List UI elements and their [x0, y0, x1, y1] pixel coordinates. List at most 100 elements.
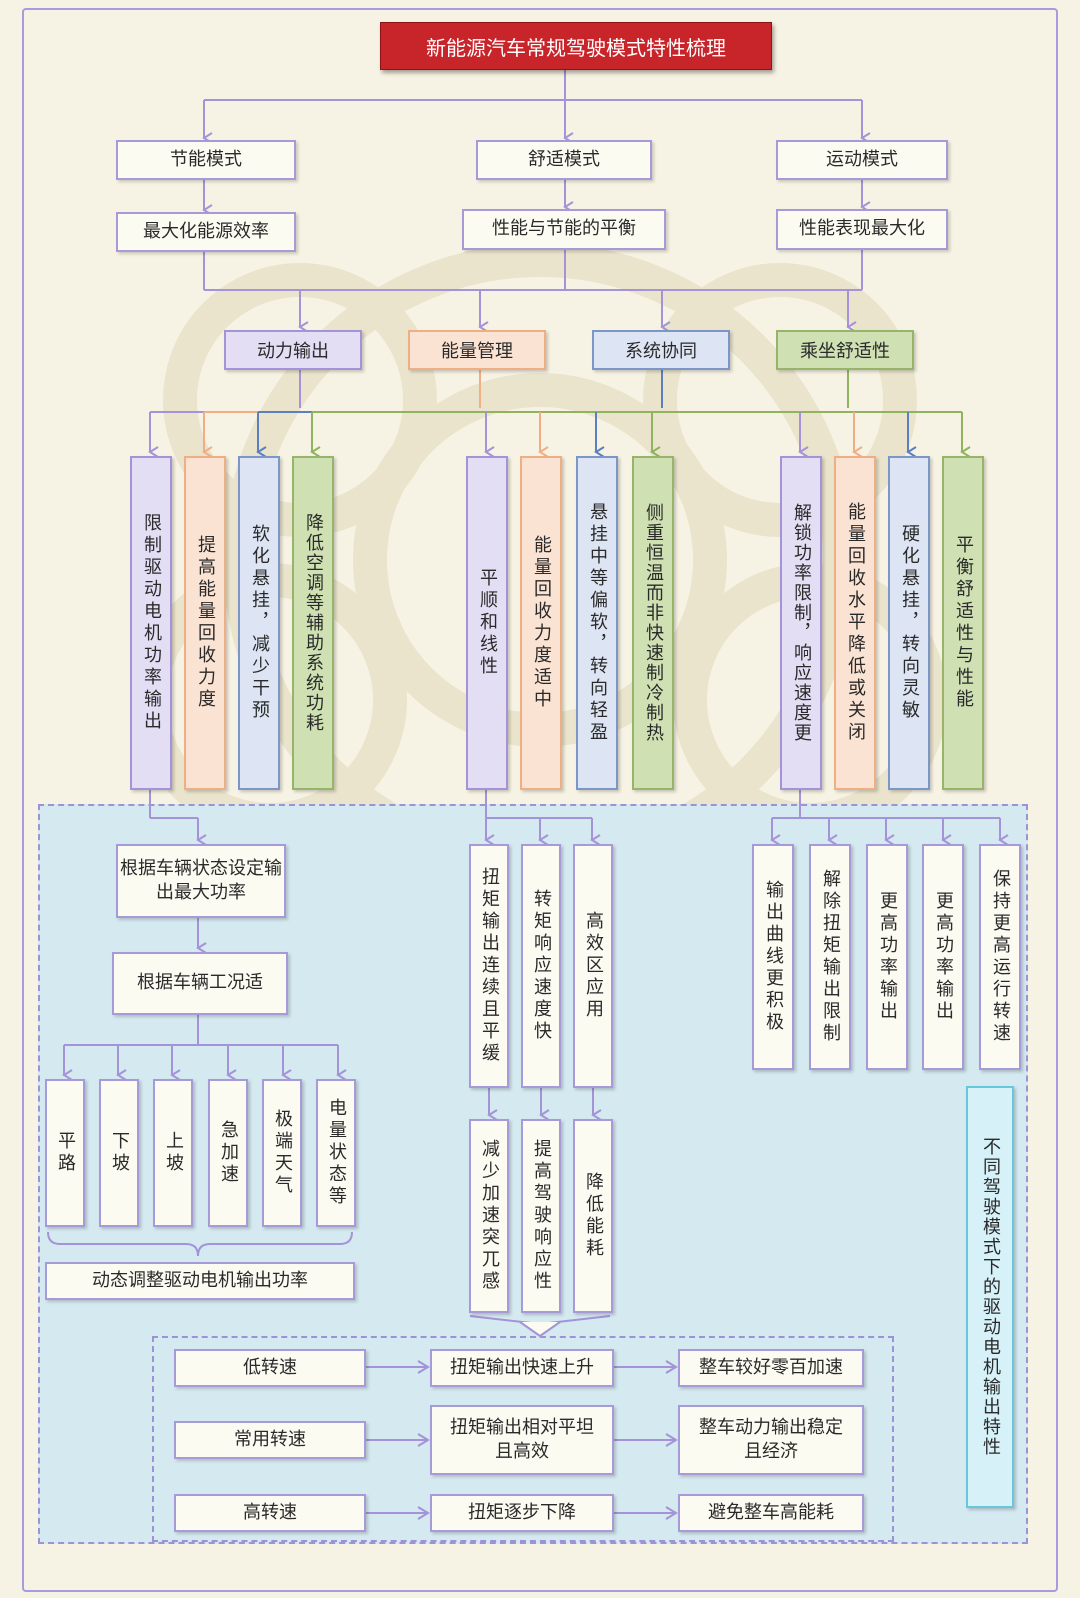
comfort-feature-energy-text: 能量回收力度适中: [531, 535, 552, 711]
eco-feature-comfort-text: 降低空调等辅助系统功耗: [303, 513, 324, 733]
torque-low-text: 扭矩输出快速上升: [450, 1356, 594, 1378]
eco-step-conditions-text: 根据车辆工况适: [137, 972, 263, 994]
sport-detail-power-b: 更高功率输出: [922, 844, 964, 1070]
eco-step-conditions: 根据车辆工况适: [112, 952, 288, 1015]
sport-feature-energy: 能量回收水平降低或关闭: [834, 456, 876, 790]
category-power-output: 动力输出: [224, 330, 362, 370]
comfort-detail-efficiency-text: 高效区应用: [583, 911, 604, 1021]
comfort-result-energy: 降低能耗: [573, 1119, 613, 1313]
mode-sport-label: 运动模式: [826, 148, 898, 170]
condition-battery-state: 电量状态等: [316, 1079, 356, 1227]
condition-hard-acceleration-text: 急加速: [218, 1120, 239, 1186]
sport-feature-comfort-text: 平衡舒适性与性能: [953, 535, 974, 711]
comfort-detail-response-text: 转矩响应速度快: [531, 889, 552, 1043]
condition-downhill-text: 下坡: [109, 1131, 130, 1175]
eco-feature-comfort: 降低空调等辅助系统功耗: [292, 456, 334, 790]
mode-sport: 运动模式: [776, 140, 948, 180]
category-system-coordination-label: 系统协同: [625, 341, 697, 362]
speed-low: 低转速: [174, 1349, 366, 1387]
effect-high: 避免整车高能耗: [678, 1494, 864, 1532]
speed-high: 高转速: [174, 1494, 366, 1532]
sport-feature-power: 解锁功率限制，响应速度更: [780, 456, 822, 790]
category-power-output-label: 动力输出: [257, 341, 329, 362]
torque-common: 扭矩输出相对平坦且高效: [430, 1405, 614, 1475]
goal-eco-label: 最大化能源效率: [143, 220, 269, 242]
eco-feature-power: 限制驱动电机功率输出: [130, 456, 172, 790]
condition-flat-road: 平路: [45, 1079, 85, 1227]
mode-eco-label: 节能模式: [170, 148, 242, 170]
mode-eco: 节能模式: [116, 140, 296, 180]
sport-detail-curve-text: 输出曲线更积极: [763, 880, 784, 1034]
speed-table-zone: [152, 1336, 894, 1542]
speed-low-text: 低转速: [243, 1356, 297, 1378]
category-energy-management: 能量管理: [408, 330, 546, 370]
comfort-feature-energy: 能量回收力度适中: [520, 456, 562, 790]
goal-eco: 最大化能源效率: [116, 212, 296, 252]
goal-sport: 性能表现最大化: [776, 209, 948, 250]
sport-detail-curve: 输出曲线更积极: [752, 844, 794, 1070]
speed-high-text: 高转速: [243, 1501, 297, 1523]
comfort-feature-power: 平顺和线性: [466, 456, 508, 790]
torque-low: 扭矩输出快速上升: [430, 1349, 614, 1387]
goal-comfort-label: 性能与节能的平衡: [492, 218, 636, 240]
sport-detail-power-a: 更高功率输出: [866, 844, 908, 1070]
eco-feature-system-text: 软化悬挂，减少干预: [249, 524, 270, 722]
eco-feature-system: 软化悬挂，减少干预: [238, 456, 280, 790]
sport-detail-power-b-text: 更高功率输出: [933, 891, 954, 1023]
comfort-result-energy-text: 降低能耗: [583, 1172, 604, 1260]
side-note: 不同驾驶模式下的驱动电机输出特性: [966, 1086, 1014, 1508]
comfort-detail-torque: 扭矩输出连续且平缓: [469, 844, 509, 1088]
effect-low-text: 整车较好零百加速: [699, 1356, 843, 1378]
condition-flat-road-text: 平路: [55, 1131, 76, 1175]
goal-sport-label: 性能表现最大化: [799, 218, 925, 240]
condition-extreme-weather: 极端天气: [262, 1079, 302, 1227]
speed-common-text: 常用转速: [234, 1428, 306, 1450]
comfort-feature-comfort-text: 侧重恒温而非快速制冷制热: [643, 503, 664, 743]
sport-feature-system: 硬化悬挂，转向灵敏: [888, 456, 930, 790]
comfort-detail-response: 转矩响应速度快: [521, 844, 561, 1088]
comfort-result-smooth-text: 减少加速突兀感: [479, 1139, 500, 1293]
comfort-detail-torque-text: 扭矩输出连续且平缓: [479, 867, 500, 1065]
condition-downhill: 下坡: [99, 1079, 139, 1227]
comfort-feature-power-text: 平顺和线性: [477, 568, 498, 678]
sport-feature-comfort: 平衡舒适性与性能: [942, 456, 984, 790]
sport-detail-power-a-text: 更高功率输出: [877, 891, 898, 1023]
goal-comfort: 性能与节能的平衡: [462, 209, 666, 250]
comfort-feature-comfort: 侧重恒温而非快速制冷制热: [632, 456, 674, 790]
eco-feature-power-text: 限制驱动电机功率输出: [141, 513, 162, 733]
side-note-text: 不同驾驶模式下的驱动电机输出特性: [980, 1137, 1001, 1457]
eco-feature-energy: 提高能量回收力度: [184, 456, 226, 790]
mode-comfort-label: 舒适模式: [528, 148, 600, 170]
category-energy-management-label: 能量管理: [441, 341, 513, 362]
sport-detail-unlock-text: 解除扭矩输出限制: [820, 869, 841, 1045]
sport-detail-unlock: 解除扭矩输出限制: [809, 844, 851, 1070]
comfort-feature-system-text: 悬挂中等偏软，转向轻盈: [587, 502, 608, 744]
sport-detail-rpm-text: 保持更高运行转速: [990, 869, 1011, 1045]
sport-feature-energy-text: 能量回收水平降低或关闭: [845, 502, 866, 744]
effect-common-text: 整车动力输出稳定且经济: [699, 1416, 843, 1462]
eco-step-set-max-power-text: 根据车辆状态设定输出最大功率: [120, 857, 282, 903]
comfort-detail-efficiency: 高效区应用: [573, 844, 613, 1088]
comfort-feature-system: 悬挂中等偏软，转向轻盈: [576, 456, 618, 790]
comfort-result-responsive: 提高驾驶响应性: [521, 1119, 561, 1313]
condition-extreme-weather-text: 极端天气: [272, 1109, 293, 1197]
eco-result: 动态调整驱动电机输出功率: [45, 1262, 355, 1300]
condition-hard-acceleration: 急加速: [208, 1079, 248, 1227]
torque-common-text: 扭矩输出相对平坦且高效: [450, 1416, 594, 1462]
condition-battery-state-text: 电量状态等: [326, 1098, 347, 1208]
eco-feature-energy-text: 提高能量回收力度: [195, 535, 216, 711]
effect-low: 整车较好零百加速: [678, 1349, 864, 1387]
torque-high: 扭矩逐步下降: [430, 1494, 614, 1532]
torque-high-text: 扭矩逐步下降: [468, 1501, 576, 1523]
sport-detail-rpm: 保持更高运行转速: [979, 844, 1021, 1070]
diagram-title-text: 新能源汽车常规驾驶模式特性梳理: [426, 35, 726, 60]
eco-result-text: 动态调整驱动电机输出功率: [92, 1269, 308, 1291]
outer-frame: [22, 8, 1058, 1592]
effect-high-text: 避免整车高能耗: [708, 1501, 834, 1523]
sport-feature-system-text: 硬化悬挂，转向灵敏: [899, 524, 920, 722]
eco-step-set-max-power: 根据车辆状态设定输出最大功率: [116, 844, 286, 918]
comfort-result-responsive-text: 提高驾驶响应性: [531, 1139, 552, 1293]
sport-feature-power-text: 解锁功率限制，响应速度更: [791, 503, 812, 743]
diagram-title: 新能源汽车常规驾驶模式特性梳理: [380, 22, 772, 70]
